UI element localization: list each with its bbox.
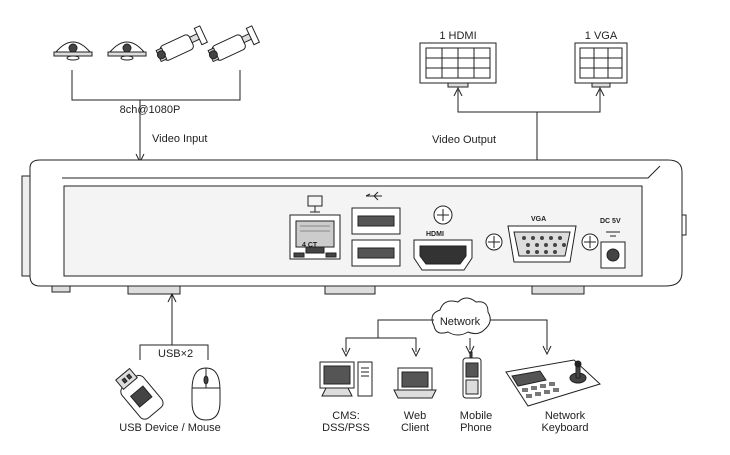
dc-power-port bbox=[600, 231, 626, 269]
network-keyboard-icon bbox=[505, 359, 601, 407]
bullet-camera-icon bbox=[207, 25, 261, 63]
mobile-phone-icon bbox=[462, 351, 482, 399]
network-top-line bbox=[377, 319, 548, 350]
hdmi-monitor-label: 1 HDMI bbox=[439, 30, 477, 42]
video-input-label: Video Input bbox=[152, 133, 208, 145]
mouse-icon bbox=[191, 367, 221, 421]
camera-spec-label: 8ch@1080P bbox=[119, 104, 181, 116]
hdmi-port bbox=[413, 205, 473, 271]
usb-count-label: USB×2 bbox=[158, 348, 194, 360]
usb-device-label: USB Device / Mouse bbox=[119, 422, 221, 434]
vga-monitor-icon bbox=[574, 42, 628, 88]
vga-monitor-label: 1 VGA bbox=[584, 30, 618, 42]
web-client-label-line2: Client bbox=[400, 422, 430, 434]
dome-camera-icon bbox=[53, 41, 93, 61]
camera-bracket-line bbox=[71, 70, 241, 101]
cms-label-line1: CMS: bbox=[332, 410, 360, 422]
vga-port-label: VGA bbox=[531, 216, 547, 223]
lan-port bbox=[289, 195, 341, 260]
hdmi-monitor-icon bbox=[419, 42, 497, 88]
lan-speed-label: 4 CT bbox=[302, 242, 318, 249]
bullet-camera-icon bbox=[155, 25, 209, 63]
cms-label-line2: DSS/PSS bbox=[322, 422, 370, 434]
web-client-label-line1: Web bbox=[403, 410, 427, 422]
video-output-label: Video Output bbox=[432, 134, 497, 146]
desktop-computer-icon bbox=[319, 361, 373, 397]
usb-port-stack bbox=[351, 191, 401, 267]
mobile-phone-label-line1: Mobile bbox=[459, 410, 493, 422]
network-label: Network bbox=[439, 316, 481, 328]
usb-drive-icon bbox=[115, 367, 164, 420]
vga-output-arrow bbox=[595, 86, 605, 97]
usb-bracket-line bbox=[139, 344, 209, 360]
dc-power-label: DC 5V bbox=[600, 218, 621, 225]
network-cloud-icon bbox=[431, 297, 491, 336]
mobile-phone-label-line2: Phone bbox=[460, 422, 492, 434]
vga-port bbox=[485, 225, 599, 263]
hdmi-port-label: HDMI bbox=[426, 231, 444, 238]
hdmi-output-arrow bbox=[453, 86, 463, 97]
network-keyboard-label-line1: Network bbox=[544, 410, 586, 422]
network-keyboard-label-line2: Keyboard bbox=[541, 422, 589, 434]
dome-camera-icon bbox=[107, 41, 147, 61]
network-branch-line bbox=[345, 337, 471, 352]
network-branch-arrows bbox=[341, 345, 552, 358]
laptop-icon bbox=[393, 367, 437, 399]
usb-arrow bbox=[167, 292, 177, 303]
monitor-bracket-line bbox=[457, 90, 601, 113]
